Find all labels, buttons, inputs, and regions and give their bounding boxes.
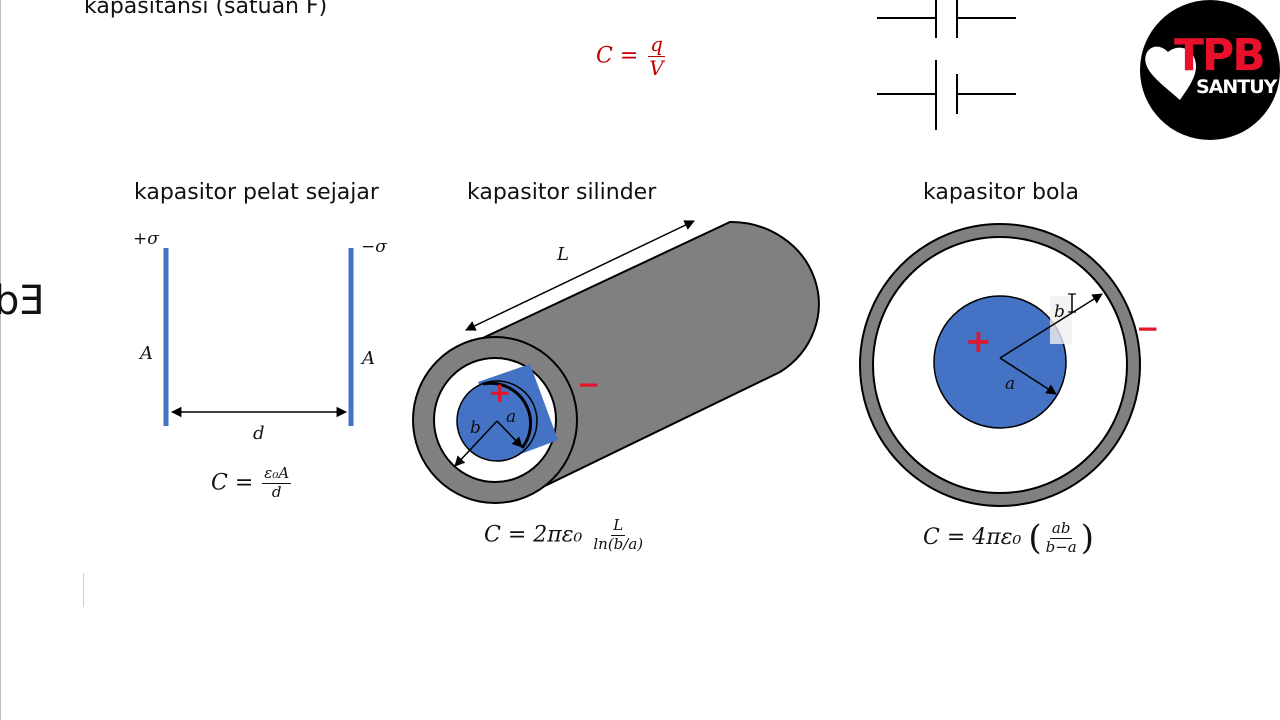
right-parenthesis: ) (1080, 518, 1095, 558)
formula-coefficient: 2πε₀ (533, 522, 583, 548)
formula-equals: = (946, 525, 966, 550)
formula-denominator: V (649, 56, 664, 80)
logo-text-santuy: SANTUY (1196, 76, 1277, 98)
sphere-outer-radius-arrow (999, 293, 1103, 359)
formula-numerator: q (648, 32, 665, 57)
right-plate-area-label: A (362, 348, 375, 369)
cylinder-inner-radius-label: a (506, 407, 517, 427)
formula-denominator: d (271, 482, 282, 501)
formula-numerator: ε₀A (262, 464, 292, 484)
text-insertion-cursor (83, 573, 84, 607)
parallel-plate-formula: C = ε₀A d (211, 464, 293, 501)
tpb-santuy-logo: TPB SANTUY (1140, 0, 1280, 140)
cylinder-heading: kapasitor silinder (467, 180, 657, 205)
formula-fraction: L ln(b/a) (591, 516, 645, 553)
logo-badge (1140, 0, 1280, 140)
formula-equals: = (234, 470, 254, 496)
formula-fraction: ε₀A d (262, 464, 292, 501)
outer-negative-charge: − (577, 368, 601, 401)
parallel-plate-heading: kapasitor pelat sejajar (134, 180, 379, 205)
formula-equals: = (507, 522, 527, 548)
cylinder-length-label: L (557, 244, 569, 265)
sphere-inner-radius-label: a (1005, 374, 1016, 394)
cylinder-length-arrow (465, 220, 695, 331)
formula-fraction: q V (647, 34, 665, 79)
formula-lhs: C (596, 43, 613, 69)
formula-equals: = (619, 43, 639, 69)
formula-lhs: C (923, 525, 940, 550)
formula-coefficient: 4πε₀ (972, 525, 1022, 550)
spherical-capacitor (859, 223, 1141, 507)
formula-fraction: ab b−a (1044, 518, 1079, 556)
cylinder-outer-radius-arrow (454, 420, 498, 467)
formula-numerator: ab (1049, 518, 1073, 539)
capacitor-symbol-polarized (877, 60, 1016, 130)
formula-denominator: b−a (1045, 537, 1077, 556)
section-title-partial: kapasitansi (satuan F) (84, 0, 328, 19)
cylinder-formula: C = 2πε₀ L ln(b/a) (484, 516, 647, 553)
positive-charge-density-label: +σ (133, 229, 159, 249)
plate-separation-label: d (253, 423, 265, 444)
outer-sphere-negative-charge: − (1136, 312, 1160, 345)
left-parenthesis: ( (1028, 518, 1042, 558)
negative-charge-density-label: −σ (361, 237, 387, 257)
inner-positive-charge: + (488, 376, 512, 409)
inner-sphere-positive-charge: + (965, 322, 992, 360)
cylinder-outer-radius-label: b (470, 418, 481, 438)
page-left-border (0, 0, 1, 720)
formula-lhs: C (484, 522, 501, 548)
heart-icon (1145, 46, 1196, 100)
cylinder-inner-radius-arrow (496, 420, 523, 448)
logo-text-tpb: TPB (1174, 30, 1266, 81)
capacitance-definition-formula: C = q V (596, 34, 668, 79)
left-plate-area-label: A (140, 343, 153, 364)
sphere-inner-radius-arrow (999, 357, 1057, 395)
formula-lhs: C (211, 470, 228, 496)
sphere-formula: C = 4πε₀ ( ab b−a ) (923, 518, 1094, 558)
formula-numerator: L (611, 516, 626, 536)
sphere-heading: kapasitor bola (923, 180, 1079, 205)
inner-cylinder-rim (482, 381, 533, 449)
capacitor-symbol-top (877, 0, 1016, 38)
formula-denominator: ln(b/a) (593, 534, 644, 553)
cylindrical-capacitor (412, 220, 820, 504)
inner-sphere (933, 295, 1067, 429)
sphere-outer-radius-label: b (1054, 302, 1065, 322)
